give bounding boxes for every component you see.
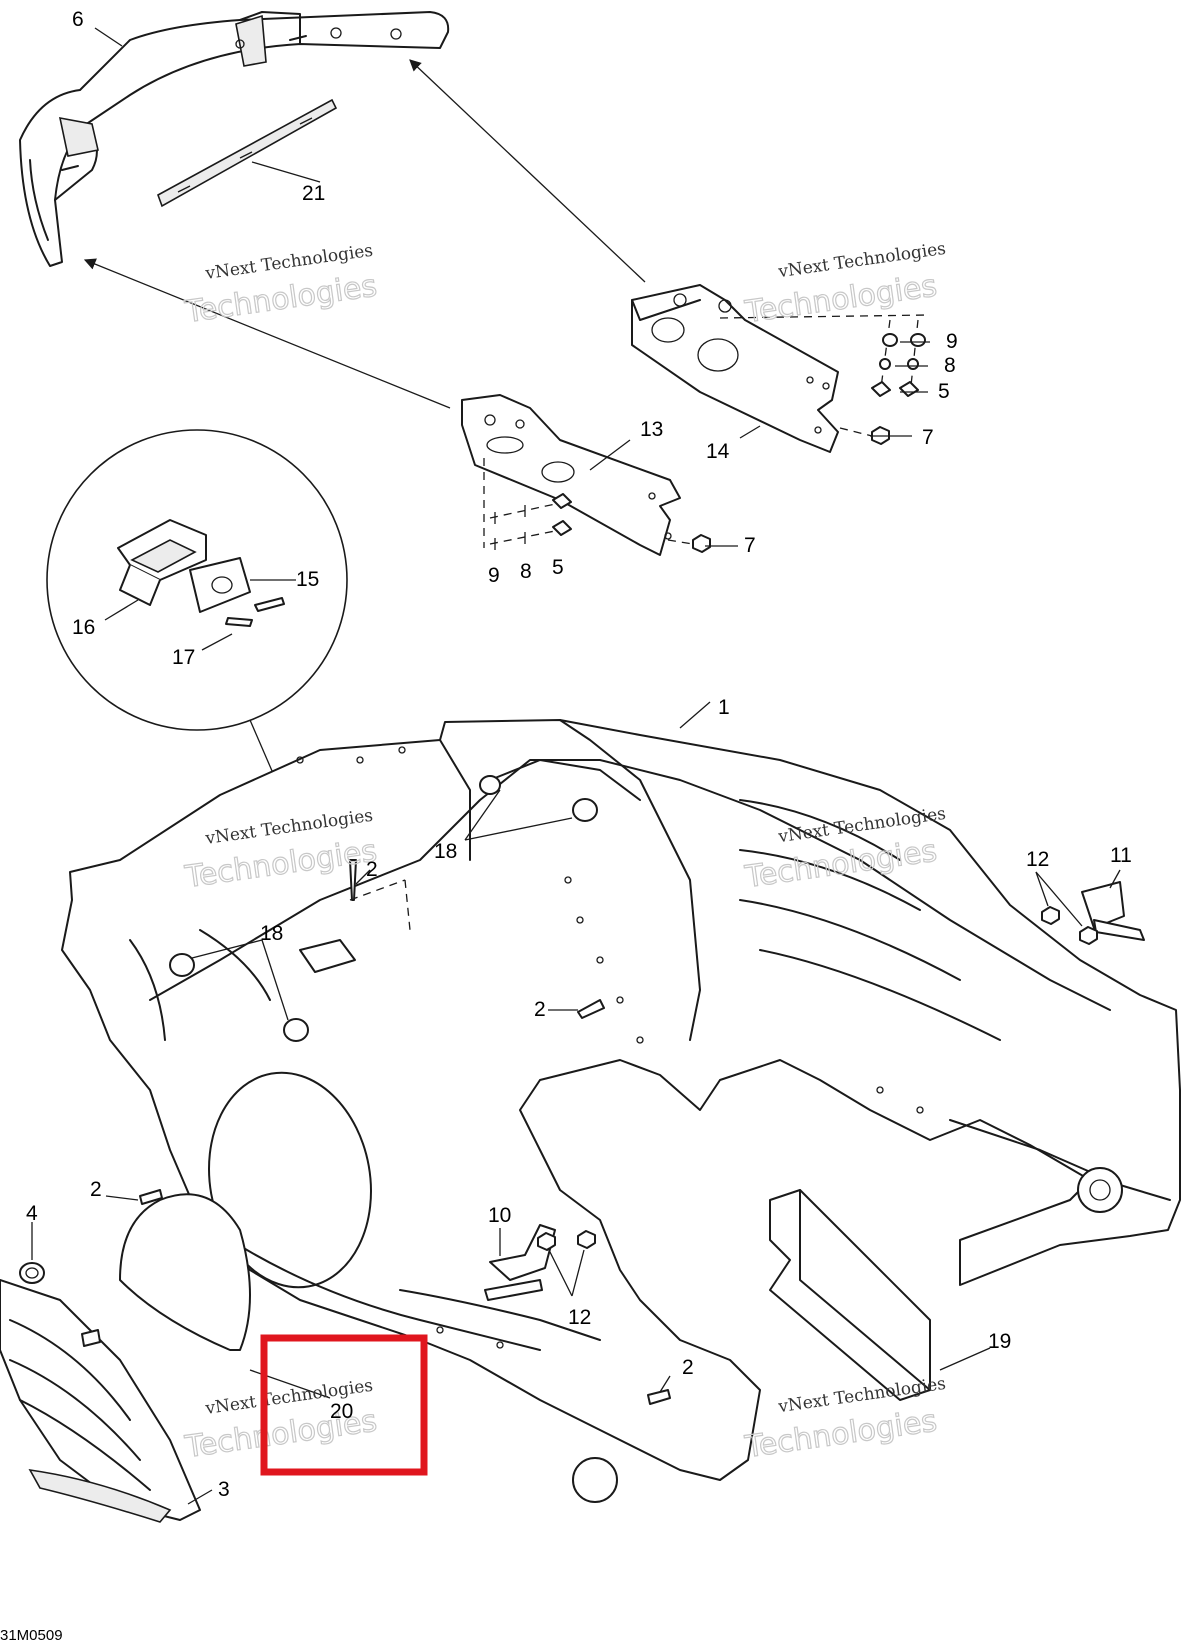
callout-6: 6 bbox=[72, 8, 84, 31]
svg-text:Technologies: Technologies bbox=[742, 269, 939, 331]
part-1-body-pan bbox=[61, 719, 1181, 1503]
part-21-trim-strip bbox=[157, 98, 338, 208]
watermark: Technologies vNext Technologies bbox=[742, 239, 947, 331]
part-20-cover bbox=[119, 1193, 251, 1351]
part-11-bracket bbox=[1081, 881, 1145, 941]
callout-8: 8 bbox=[520, 560, 532, 583]
part-18-grommet bbox=[479, 775, 501, 795]
part-14-right-bracket bbox=[631, 284, 839, 453]
part-15-plate bbox=[189, 557, 251, 613]
part-17-rivet bbox=[254, 597, 285, 612]
callout-7: 7 bbox=[744, 534, 756, 557]
callout-labels: 1 2 2 2 2 3 4 5 5 6 7 7 8 8 9 9 10 11 12… bbox=[26, 8, 1132, 1501]
reference-code: 31M0509 bbox=[0, 1627, 63, 1644]
assembly-arrow-13 bbox=[83, 258, 451, 409]
callout-20: 20 bbox=[330, 1400, 353, 1423]
callout-1: 1 bbox=[718, 696, 730, 719]
callout-4: 4 bbox=[26, 1202, 38, 1225]
callout-2: 2 bbox=[90, 1178, 102, 1201]
callout-21: 21 bbox=[302, 182, 325, 205]
callout-leaders bbox=[31, 27, 1121, 1505]
part-19-foam-block bbox=[769, 1189, 931, 1401]
part-12-nut bbox=[537, 1232, 556, 1251]
callout-9: 9 bbox=[946, 330, 958, 353]
callout-5: 5 bbox=[552, 556, 564, 579]
part-18-grommet bbox=[283, 1018, 309, 1042]
watermark: Technologies vNext Technologies bbox=[182, 241, 380, 331]
callout-11: 11 bbox=[1110, 844, 1132, 867]
callout-14: 14 bbox=[706, 440, 730, 463]
callout-12: 12 bbox=[568, 1306, 591, 1329]
callout-18: 18 bbox=[260, 922, 283, 945]
callout-8: 8 bbox=[944, 354, 956, 377]
part-13-left-bracket bbox=[461, 394, 681, 556]
part-12-nut bbox=[1041, 906, 1060, 925]
part-18-grommet bbox=[572, 798, 598, 822]
callout-2: 2 bbox=[534, 998, 546, 1021]
callout-3: 3 bbox=[218, 1478, 230, 1501]
part-14-fasteners bbox=[719, 314, 931, 445]
callout-19: 19 bbox=[988, 1330, 1011, 1353]
callout-16: 16 bbox=[72, 616, 95, 639]
callout-7: 7 bbox=[922, 426, 934, 449]
callout-13: 13 bbox=[640, 418, 663, 441]
callout-2: 2 bbox=[682, 1356, 694, 1379]
part-12-nut bbox=[577, 1230, 596, 1249]
callout-18: 18 bbox=[434, 840, 457, 863]
svg-text:Technologies: Technologies bbox=[742, 1404, 939, 1466]
part-18-grommet bbox=[169, 953, 195, 977]
watermark: Technologies vNext Technologies bbox=[742, 1374, 947, 1466]
part-6-rear-bumper bbox=[19, 11, 450, 267]
callout-17: 17 bbox=[172, 646, 195, 669]
part-13-fasteners bbox=[483, 458, 711, 553]
part-12-nut bbox=[1079, 926, 1098, 945]
callout-2: 2 bbox=[366, 858, 378, 881]
assembly-arrow-14 bbox=[409, 59, 646, 283]
callout-15: 15 bbox=[296, 568, 319, 591]
detail-circle bbox=[46, 429, 348, 906]
part-4-grommet bbox=[19, 1262, 45, 1284]
callout-12: 12 bbox=[1026, 848, 1049, 871]
callout-5: 5 bbox=[938, 380, 950, 403]
part-2-rivets bbox=[139, 859, 671, 1405]
callout-10: 10 bbox=[488, 1204, 511, 1227]
part-3-grille bbox=[0, 1279, 201, 1523]
highlight-box bbox=[260, 1334, 428, 1476]
callout-9: 9 bbox=[488, 564, 500, 587]
